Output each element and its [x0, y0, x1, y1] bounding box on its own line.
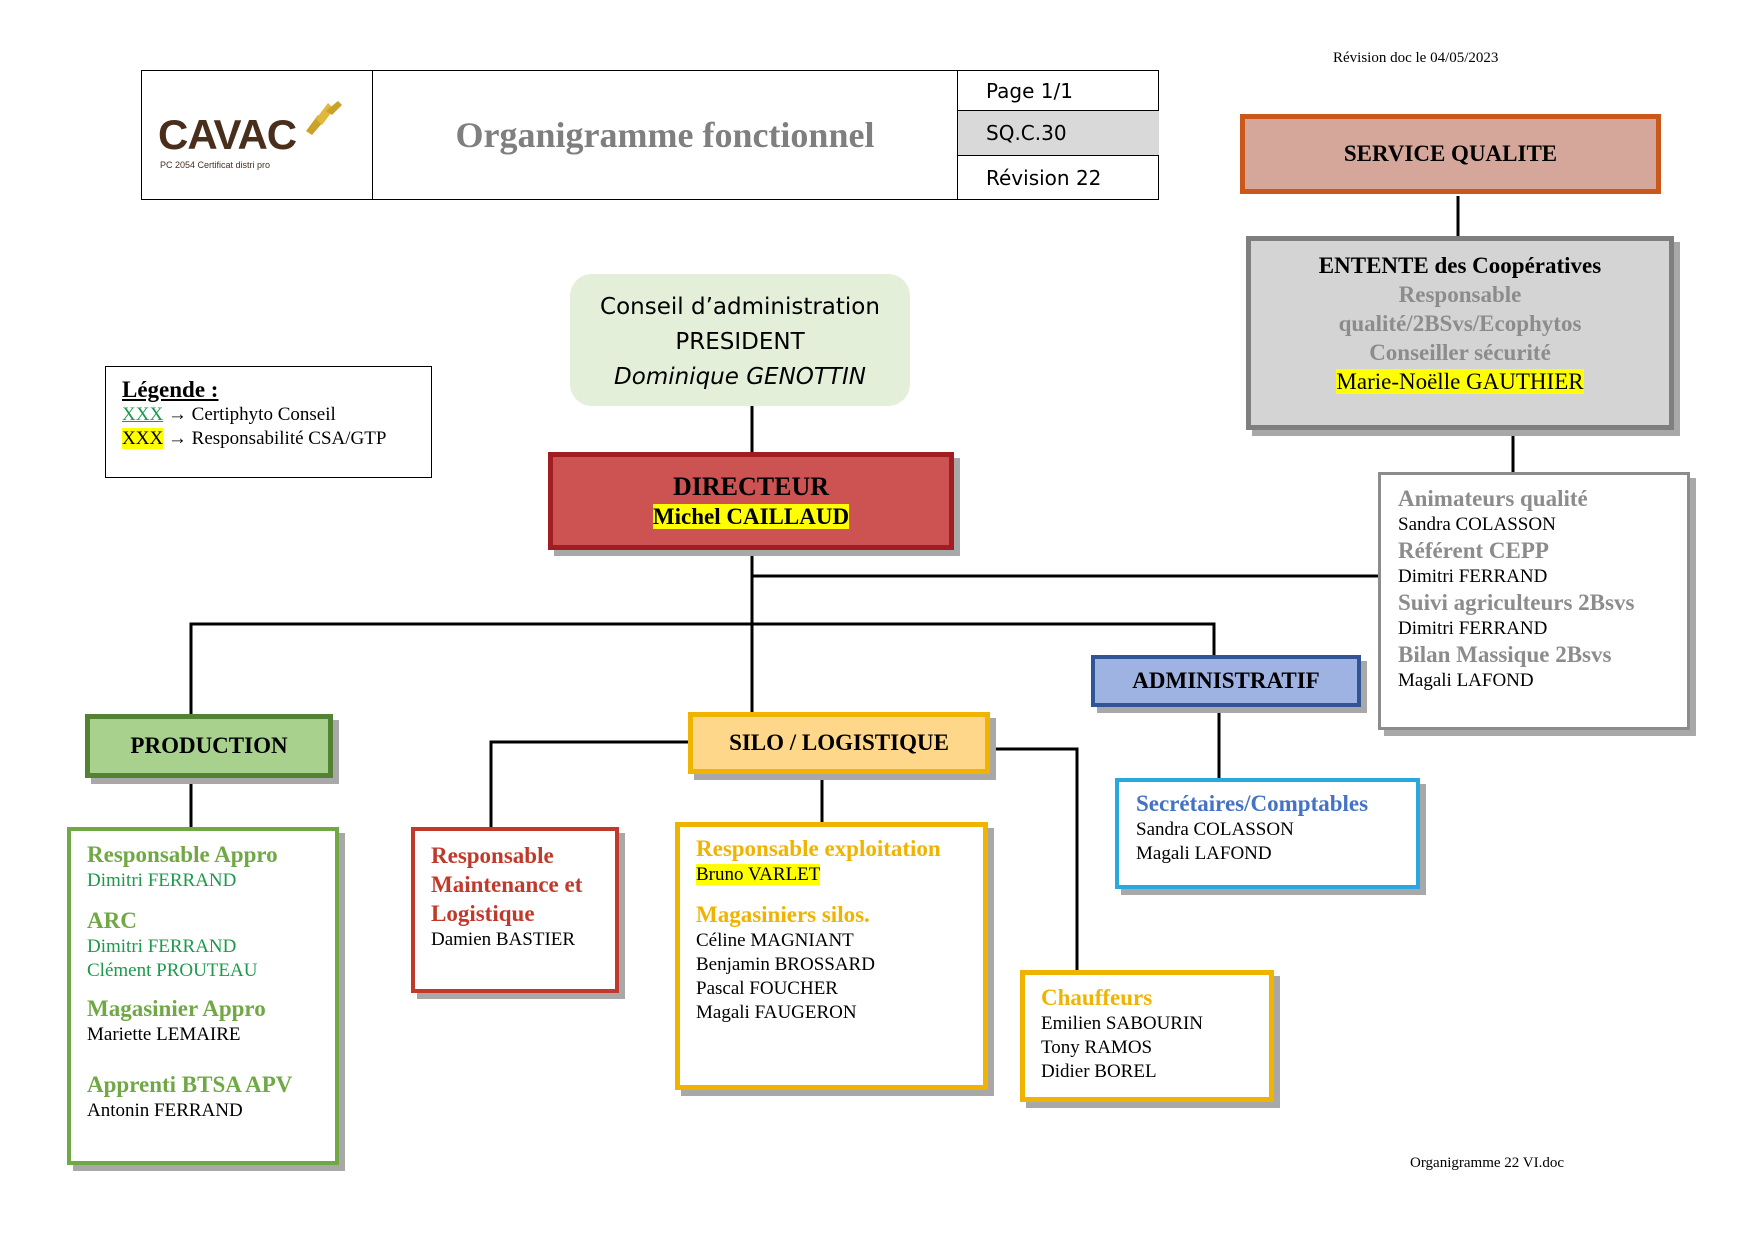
- maintenance-heading-1: Responsable: [431, 843, 554, 868]
- connector-silo-maintenance: [489, 740, 688, 828]
- silo-box: SILO / LOGISTIQUE: [688, 712, 990, 774]
- apprenti-heading: Apprenti BTSA APV: [87, 1072, 293, 1097]
- bilan-massique-heading: Bilan Massique 2Bsvs: [1398, 642, 1612, 667]
- wheat-logo-icon: [304, 101, 344, 140]
- legend-title: Légende :: [122, 377, 219, 402]
- maintenance-heading-2: Maintenance et: [431, 872, 583, 897]
- entente-box: ENTENTE des Coopératives Responsable qua…: [1246, 236, 1674, 430]
- page-number: Page 1/1: [986, 78, 1073, 103]
- logo-cell: CAVAC PC 2054 Certificat distri pro: [142, 71, 373, 199]
- secretaire-1: Sandra COLASSON: [1136, 819, 1294, 840]
- connector-branch-top: [189, 622, 1216, 714]
- directeur-box: DIRECTEUR Michel CAILLAUD: [548, 452, 954, 550]
- chauffeurs-heading: Chauffeurs: [1041, 985, 1153, 1010]
- magasinier-silo-4: Magali FAUGERON: [696, 1002, 857, 1023]
- legend-code-green: XXX: [122, 404, 164, 425]
- magasinier-appro-heading: Magasinier Appro: [87, 996, 266, 1021]
- title-cell: Organigramme fonctionnel: [373, 71, 958, 199]
- legend-item-certiphyto: XXX → Certiphyto Conseil: [122, 403, 431, 427]
- silo-staff-box: Responsable exploitation Bruno VARLET Ma…: [675, 822, 988, 1090]
- revision-number: Révision 22: [986, 165, 1102, 190]
- revision-cell: Révision 22: [958, 156, 1159, 199]
- silo-title: SILO / LOGISTIQUE: [729, 730, 949, 755]
- responsable-exploitation-heading: Responsable exploitation: [696, 836, 941, 861]
- secretaire-2: Magali LAFOND: [1136, 843, 1272, 864]
- secretaires-box: Secrétaires/Comptables Sandra COLASSON M…: [1115, 778, 1420, 889]
- revision-doc-date: Révision doc le 04/05/2023: [1333, 50, 1499, 66]
- magasinier-silo-1: Céline MAGNIANT: [696, 930, 854, 951]
- magasinier-appro-name: Mariette LEMAIRE: [87, 1024, 241, 1045]
- legend-text-certiphyto: → Certiphyto Conseil: [163, 404, 336, 425]
- secretaires-heading: Secrétaires/Comptables: [1136, 791, 1369, 816]
- responsable-exploitation-name: Bruno VARLET: [696, 864, 821, 885]
- logo-subtext: PC 2054 Certificat distri pro: [160, 160, 271, 170]
- responsable-appro-name: Dimitri FERRAND: [87, 870, 237, 891]
- production-box: PRODUCTION: [85, 714, 333, 778]
- production-title: PRODUCTION: [130, 733, 288, 758]
- entente-name: Marie-Noëlle GAUTHIER: [1336, 369, 1584, 394]
- footer-filename: Organigramme 22 VI.doc: [1410, 1155, 1564, 1171]
- apprenti-name: Antonin FERRAND: [87, 1100, 243, 1121]
- entente-role-3: Conseiller sécurité: [1369, 340, 1551, 365]
- referent-cepp-heading: Référent CEPP: [1398, 538, 1549, 563]
- legend: Légende : XXX → Certiphyto Conseil XXX →…: [105, 366, 432, 478]
- arc-heading: ARC: [87, 908, 137, 933]
- arc-name-1: Dimitri FERRAND: [87, 936, 237, 957]
- responsable-appro-heading: Responsable Appro: [87, 842, 278, 867]
- chauffeurs-box: Chauffeurs Emilien SABOURIN Tony RAMOS D…: [1020, 970, 1274, 1102]
- entente-role-1: Responsable: [1398, 282, 1522, 307]
- service-qualite-box: SERVICE QUALITE: [1240, 114, 1661, 194]
- chauffeur-3: Didier BOREL: [1041, 1061, 1157, 1082]
- directeur-title: DIRECTEUR: [672, 472, 830, 501]
- magasiniers-silos-heading: Magasiniers silos.: [696, 902, 870, 927]
- conseil-label: Conseil d’administration: [600, 294, 880, 320]
- maintenance-box: Responsable Maintenance et Logistique Da…: [411, 827, 619, 993]
- service-qualite-title: SERVICE QUALITE: [1343, 141, 1558, 166]
- administratif-box: ADMINISTRATIF: [1091, 655, 1361, 707]
- magasinier-silo-3: Pascal FOUCHER: [696, 978, 838, 999]
- magasinier-silo-2: Benjamin BROSSARD: [696, 954, 875, 975]
- header-table: CAVAC PC 2054 Certificat distri pro Orga…: [141, 70, 1159, 200]
- maintenance-name: Damien BASTIER: [431, 929, 576, 950]
- animateurs-box: Animateurs qualité Sandra COLASSON Référ…: [1378, 472, 1690, 730]
- legend-text-csa: → Responsabilité CSA/GTP: [163, 428, 387, 449]
- entente-title: ENTENTE des Coopératives: [1318, 253, 1602, 278]
- animateurs-name: Sandra COLASSON: [1398, 514, 1556, 535]
- connector-silo-chauffeurs: [990, 747, 1079, 970]
- chauffeur-1: Emilien SABOURIN: [1041, 1013, 1204, 1034]
- chauffeur-2: Tony RAMOS: [1041, 1037, 1153, 1058]
- maintenance-heading-3: Logistique: [431, 901, 535, 926]
- suivi-agriculteurs-heading: Suivi agriculteurs 2Bsvs: [1398, 590, 1635, 615]
- code-cell: SQ.C.30: [958, 111, 1159, 156]
- referent-cepp-name: Dimitri FERRAND: [1398, 566, 1548, 587]
- page-title: Organigramme fonctionnel: [455, 115, 875, 155]
- bilan-massique-name: Magali LAFOND: [1398, 670, 1534, 691]
- conseil-box: Conseil d’administration PRESIDENT Domin…: [570, 274, 910, 406]
- entente-role-2: qualité/2BSvs/Ecophytos: [1338, 311, 1582, 336]
- suivi-agriculteurs-name: Dimitri FERRAND: [1398, 618, 1548, 639]
- cavac-logo: CAVAC: [158, 111, 297, 158]
- legend-code-yellow: XXX: [122, 428, 164, 449]
- page-cell: Page 1/1: [958, 71, 1159, 111]
- arc-name-2: Clément PROUTEAU: [87, 960, 258, 981]
- animateurs-heading: Animateurs qualité: [1398, 486, 1588, 511]
- president-label: PRESIDENT: [675, 329, 805, 355]
- administratif-title: ADMINISTRATIF: [1132, 668, 1320, 693]
- production-staff-box: Responsable Appro Dimitri FERRAND ARC Di…: [67, 827, 339, 1165]
- directeur-name: Michel CAILLAUD: [652, 504, 850, 529]
- legend-item-csa: XXX → Responsabilité CSA/GTP: [122, 427, 431, 451]
- president-name: Dominique GENOTTIN: [614, 364, 866, 390]
- document-code: SQ.C.30: [986, 121, 1067, 145]
